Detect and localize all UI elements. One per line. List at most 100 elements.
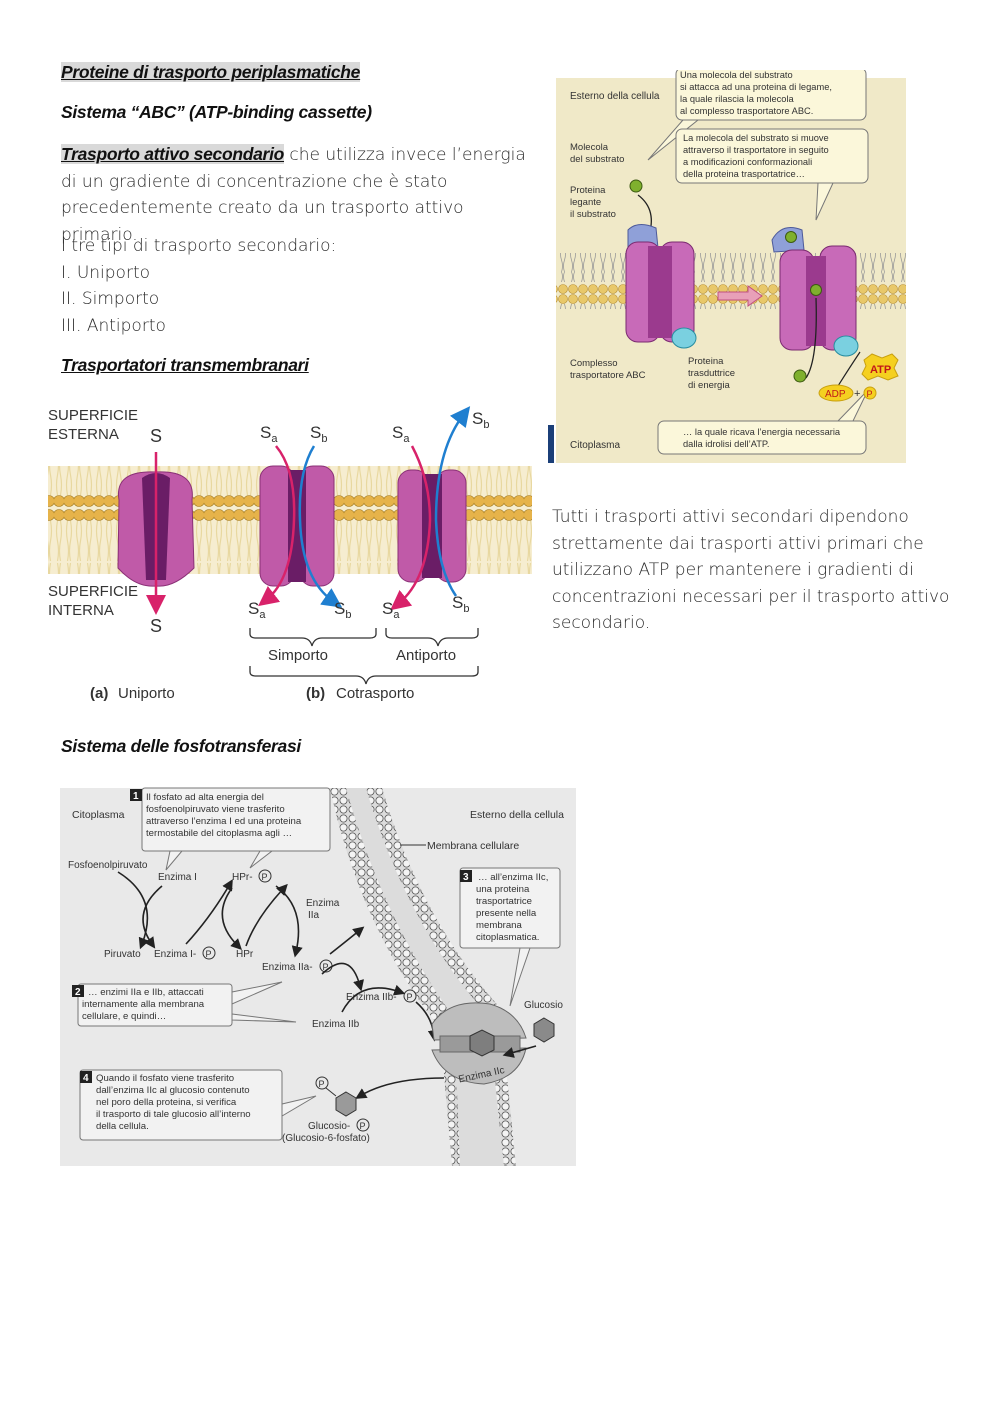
symport-arrow-b — [298, 445, 343, 608]
symport-sa-top: Sa — [260, 423, 278, 445]
pts-cytoplasm-label: Citoplasma — [72, 809, 125, 821]
pts-enzyme2a-p-label: Enzima IIa- — [262, 962, 313, 973]
type-symport: II. Simporto — [61, 289, 160, 309]
symporter — [259, 465, 335, 587]
pts-enzyme1-label: Enzima I — [158, 872, 197, 883]
pts-hpr-p-label: HPr- — [232, 872, 253, 883]
antiport-label: Antiporto — [396, 647, 456, 664]
pts-enzyme2c: Enzima IIc — [431, 1002, 527, 1085]
abc-transporter-right — [771, 227, 861, 387]
abc-substrate-molecule — [629, 179, 643, 193]
pts-glucose-arrow — [502, 1045, 537, 1058]
uniport-caption: Uniporto — [118, 685, 175, 702]
heading-transmembrane: Trasportatori transmembranari — [61, 355, 309, 375]
svg-text:P: P — [867, 389, 873, 399]
pts-enzyme1-p-label: Enzima I- — [154, 949, 196, 960]
symport-sa-bottom: Sa — [248, 599, 266, 621]
cotransport-brace — [249, 666, 479, 685]
abc-transporter-left — [625, 224, 697, 349]
abc-cytoplasm-label: Citoplasma — [570, 440, 620, 451]
pts-enzyme2b-label: Enzima IIb — [312, 1019, 360, 1030]
abc-edge-bar — [548, 425, 554, 463]
svg-text:ATP: ATP — [870, 364, 891, 376]
cotransport-caption: Cotrasporto — [336, 685, 414, 702]
pts-hpr-p-circle — [258, 869, 272, 883]
svg-text:4: 4 — [83, 1073, 89, 1084]
svg-text:1: 1 — [133, 791, 139, 802]
glucose-6-phosphate-hexagon-icon — [335, 1091, 357, 1117]
svg-text:La molecola del substrato si m: La molecola del substrato si muoveattrav… — [683, 133, 829, 179]
antiport-arrow-b — [434, 406, 471, 597]
pts-glucose-p-circle-label: P — [360, 1121, 366, 1131]
type-antiport: III. Antiporto — [61, 315, 166, 336]
abc-outside-label: Esterno della cellula — [570, 91, 660, 102]
symport-sb-top: Sb — [310, 423, 327, 445]
symport-label: Simporto — [268, 647, 328, 664]
pts-glucose-label: Glucosio — [524, 1000, 563, 1011]
symport-sb-bottom: Sb — [334, 599, 351, 621]
pts-enzyme2b-p-circle — [403, 989, 417, 1003]
pts-hpr-label: HPr — [236, 949, 254, 960]
svg-text:+: + — [854, 388, 860, 400]
pts-enzyme2b-p-circle-label: P — [407, 992, 413, 1002]
antiport-brace — [385, 628, 479, 647]
abc-atp-badge: ATP — [861, 353, 899, 381]
paragraph-secondary: Trasporto attivo secondario che utilizza… — [61, 141, 536, 248]
heading-abc: Sistema “ABC” (ATP-binding cassette) — [61, 102, 372, 122]
abc-adp-label: ADP + P — [818, 384, 877, 402]
antiport-sb-bottom: Sb — [452, 593, 469, 615]
symport-brace — [249, 628, 377, 647]
antiport-sa-bottom: Sa — [382, 599, 400, 621]
uniport-s-bottom: S — [150, 616, 162, 636]
heading-periplasmic: Proteine di trasporto periplasmatiche — [61, 62, 361, 82]
abc-transporter-figure: Esterno della cellula Citoplasma Una mol… — [548, 70, 906, 463]
uniport-s-top: S — [150, 426, 162, 446]
pts-cycle-arrows — [117, 871, 445, 1099]
antiporter — [397, 469, 467, 583]
secondary-text: che utilizza invece l’energia di un grad… — [61, 145, 526, 245]
heading-secondary: Trasporto attivo secondario — [61, 144, 285, 164]
pts-pyruvate-label: Piruvato — [104, 949, 141, 960]
paragraph-dependency: Tutti i trasporti attivi secondari dipen… — [552, 507, 950, 633]
pts-membrane-label: Membrana cellulare — [427, 840, 519, 852]
symport-arrow-a — [258, 445, 296, 607]
pts-g6p-label: (Glucosio-6-fosfato) — [282, 1133, 370, 1144]
phosphotransferase-figure: Citoplasma Esterno della cellula Membran… — [60, 787, 576, 1166]
abc-step-arrow — [717, 285, 763, 307]
pts-enzyme2b-p-label: Enzima IIb- — [346, 992, 397, 1003]
pts-pep-label: Fosfoenolpiruvato — [68, 860, 148, 871]
pts-enzyme1-p-circle-label: P — [206, 949, 212, 959]
heading-pts: Sistema delle fosfotransferasi — [61, 736, 301, 756]
glucose-hexagon-icon — [533, 1017, 555, 1043]
svg-text:Il fosfato ad alta energia del: Il fosfato ad alta energia delfosfoenolp… — [146, 792, 302, 839]
uniport-tag: (a) — [90, 685, 108, 702]
svg-text:Quando il fosfato viene trasfe: Quando il fosfato viene trasferitodall’e… — [96, 1073, 251, 1132]
pts-hpr-p-circle-label: P — [262, 872, 268, 882]
svg-text:… la quale ricava l’energia ne: … la quale ricava l’energia necessariada… — [683, 427, 841, 449]
pts-phosphate-circle-label: P — [319, 1079, 325, 1089]
antiport-sb-top: Sb — [472, 409, 489, 431]
pts-glucose-p-label: Glucosio- — [308, 1121, 350, 1132]
pts-outside-label: Esterno della cellula — [470, 809, 564, 821]
svg-text:3: 3 — [463, 872, 469, 883]
svg-text:ADP: ADP — [825, 389, 846, 400]
types-list: I tre tipi di trasporto secondario: I. U… — [61, 233, 336, 339]
types-intro: I tre tipi di trasporto secondario: — [61, 236, 337, 256]
svg-text:2: 2 — [75, 987, 81, 998]
